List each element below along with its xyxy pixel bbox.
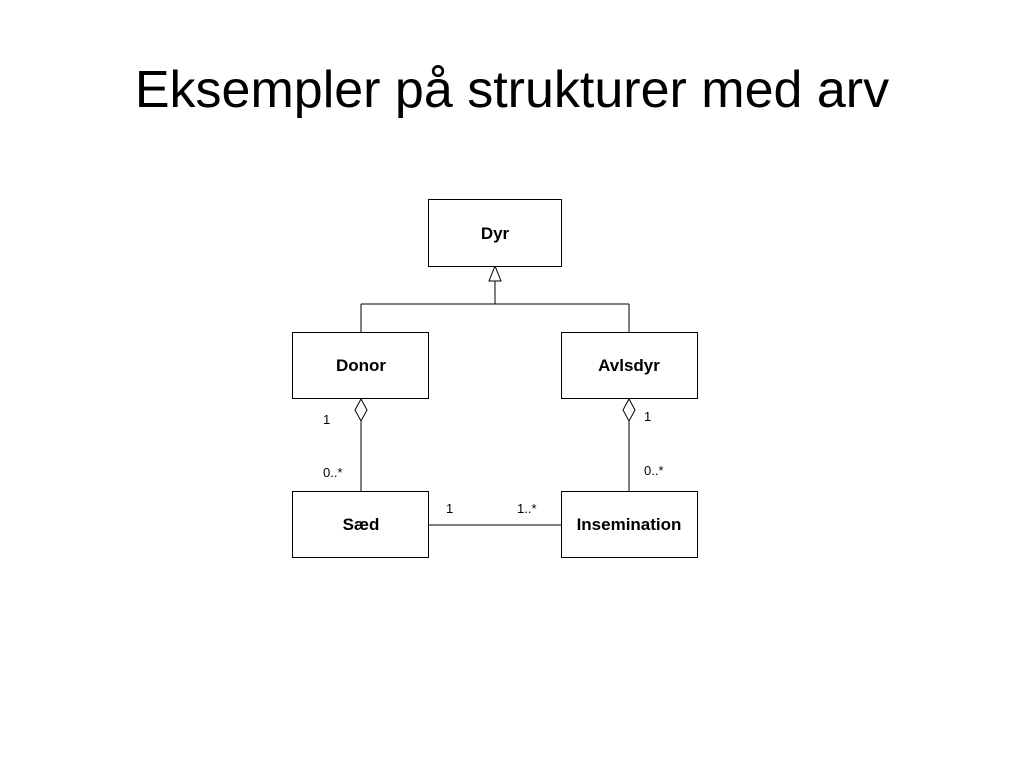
multiplicity-label: 1 [644, 409, 651, 424]
class-dyr[interactable]: Dyr [428, 199, 562, 267]
class-avlsdyr[interactable]: Avlsdyr [561, 332, 698, 399]
multiplicity-label: 0..* [323, 465, 343, 480]
class-donor[interactable]: Donor [292, 332, 429, 399]
class-saed[interactable]: Sæd [292, 491, 429, 558]
multiplicity-label: 1..* [517, 501, 537, 516]
multiplicity-label: 1 [446, 501, 453, 516]
generalization-arrowhead [488, 264, 502, 282]
class-saed-name: Sæd [343, 515, 380, 534]
slide-title: Eksempler på strukturer med arv [134, 61, 890, 119]
aggregation-diamond [354, 397, 368, 423]
multiplicity-label: 0..* [644, 463, 664, 478]
aggregation-donor-saed [354, 397, 368, 492]
aggregation-avlsdyr-insemination [622, 397, 636, 492]
class-insemination[interactable]: Insemination [561, 491, 698, 558]
class-insemination-name: Insemination [577, 515, 682, 534]
class-dyr-name: Dyr [481, 224, 510, 243]
generalization-connector [360, 264, 630, 332]
multiplicity-label: 1 [323, 412, 330, 427]
class-avlsdyr-name: Avlsdyr [598, 356, 660, 375]
class-donor-name: Donor [336, 356, 386, 375]
aggregation-diamond [622, 397, 636, 423]
